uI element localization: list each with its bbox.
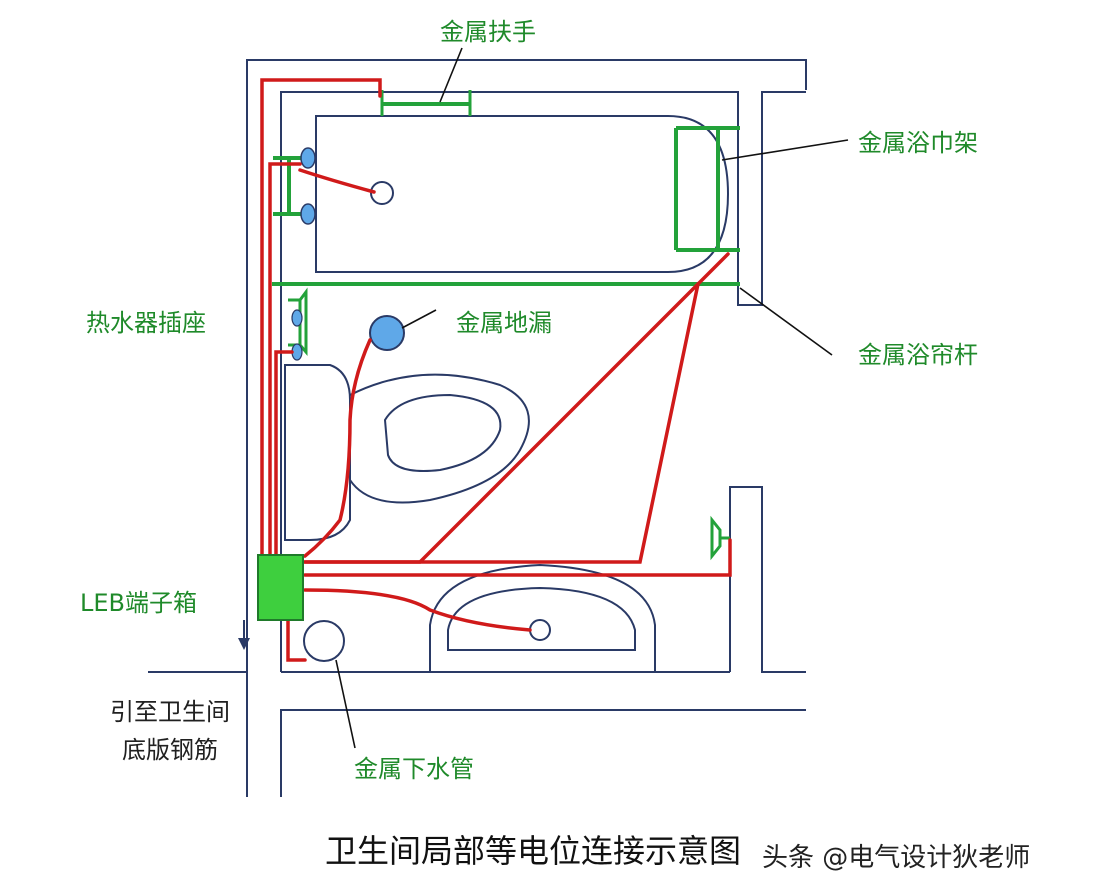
drain-pipe [303,620,345,662]
right-wall-lower [729,486,806,673]
bathtub-drain [370,181,394,205]
bathtub-faucet [273,147,316,225]
label-metal-towel-rack: 金属浴巾架 [858,129,978,157]
metal-towel-rack [674,126,740,252]
label-leb-box: LEB端子箱 [80,589,197,617]
walls [148,59,807,797]
sink-faucet [710,515,730,561]
outer-wall-left [246,59,807,797]
diagram-title: 卫生间局部等电位连接示意图 [325,832,741,870]
bathtub [315,115,730,273]
label-metal-handrail: 金属扶手 [440,18,536,46]
floor-drain [369,315,405,351]
label-metal-drain-pipe: 金属下水管 [354,755,474,783]
bonding-conductors [260,78,732,662]
label-rebar-line1: 引至卫生间 [110,698,230,726]
label-metal-floor-drain: 金属地漏 [456,309,552,337]
toilet [284,364,530,541]
rebar-arrow [238,620,250,650]
water-heater-socket [288,287,308,361]
label-water-heater-socket: 热水器插座 [86,309,206,337]
sink [429,563,656,672]
label-rebar-line2: 底版钢筋 [122,736,218,764]
watermark: 头条 @电气设计狄老师 [762,843,1030,873]
metal-handrail [380,90,472,116]
inner-wall-left [280,91,806,672]
leader-lines [335,47,849,749]
lower-wall [280,709,806,797]
label-metal-curtain-rod: 金属浴帘杆 [858,341,978,369]
leb-terminal-box [257,554,304,621]
